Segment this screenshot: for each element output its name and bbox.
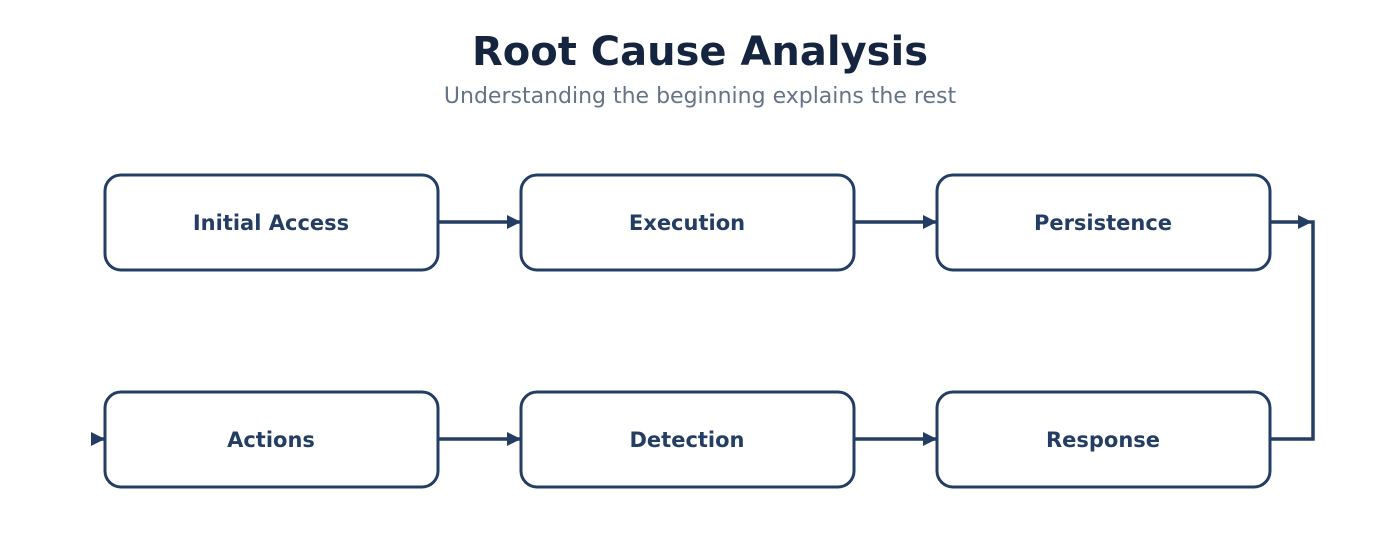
diagram-subtitle: Understanding the beginning explains the… <box>443 84 957 109</box>
node-initial-access-label: Initial Access <box>193 211 349 235</box>
node-execution: Execution <box>519 173 856 272</box>
node-detection-label: Detection <box>629 428 744 452</box>
node-execution-label: Execution <box>629 211 745 235</box>
node-initial-access: Initial Access <box>103 173 440 272</box>
node-response-label: Response <box>1046 428 1160 452</box>
node-actions: Actions <box>103 390 440 489</box>
edge-persistence-to-response-connector <box>1271 220 1315 441</box>
node-response: Response <box>935 390 1272 489</box>
node-detection: Detection <box>519 390 856 489</box>
node-actions-label: Actions <box>227 428 315 452</box>
diagram-title: Root Cause Analysis <box>471 29 929 75</box>
node-persistence: Persistence <box>935 173 1272 272</box>
node-persistence-label: Persistence <box>1034 211 1172 235</box>
